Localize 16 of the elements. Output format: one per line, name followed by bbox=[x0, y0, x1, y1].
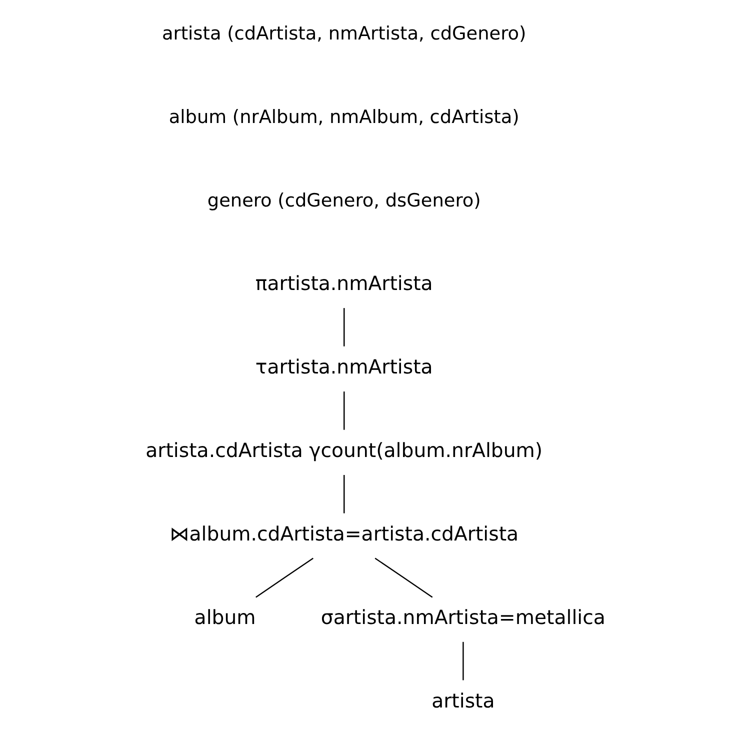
connector bbox=[374, 558, 432, 598]
connector bbox=[343, 308, 344, 346]
connector bbox=[255, 558, 313, 598]
connector bbox=[343, 392, 344, 430]
node-text: ⋈album.cdArtista=artista.cdArtista bbox=[169, 522, 518, 546]
node-text: artista.cdArtista γcount(album.nrAlbum) bbox=[145, 439, 542, 462]
connector bbox=[462, 642, 464, 680]
label: artista (cdArtista, nmArtista, cdGenero) bbox=[162, 23, 526, 44]
node-text: τartista.nmArtista bbox=[254, 356, 432, 379]
node-text: album bbox=[194, 606, 256, 630]
node-text: σartista.nmArtista=metallica bbox=[320, 606, 605, 630]
label: album (nrAlbum, nmAlbum, cdArtista) bbox=[168, 106, 519, 128]
connector bbox=[343, 474, 344, 514]
node-text: πartista.nmArtista bbox=[254, 272, 432, 296]
node-text: artista bbox=[431, 690, 494, 713]
label: genero (cdGenero, dsGenero) bbox=[206, 190, 480, 212]
